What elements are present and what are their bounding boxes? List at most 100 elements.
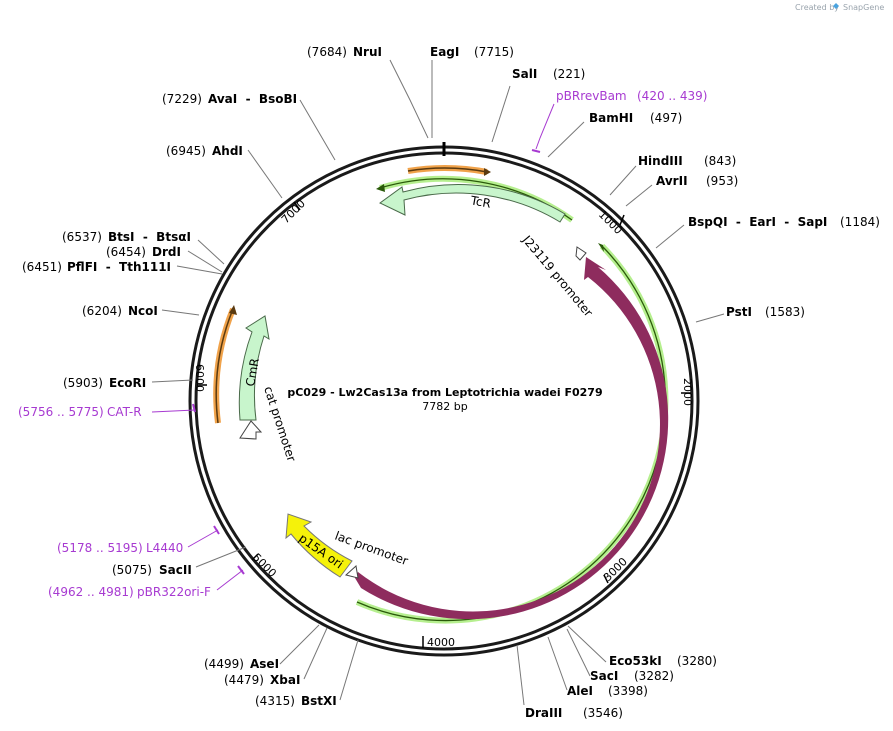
feature-p15a-ori[interactable]: p15A ori	[285, 513, 353, 578]
site-drdi[interactable]: (6454) DrdI	[106, 245, 181, 259]
site-xbai[interactable]: (4479) XbaI	[224, 673, 300, 687]
svg-text:BtsI - BtsαI: BtsI - BtsαI	[108, 230, 191, 244]
tick-4000: 4000	[422, 636, 455, 649]
svg-text:NruI: NruI	[353, 45, 382, 59]
site-bstxi[interactable]: (4315) BstXI	[255, 694, 337, 708]
svg-text:(4479): (4479)	[224, 673, 264, 687]
svg-text:DrdI: DrdI	[152, 245, 181, 259]
svg-text:SalI: SalI	[512, 67, 537, 81]
svg-text:7000: 7000	[279, 197, 308, 226]
svg-text:BstXI: BstXI	[301, 694, 337, 708]
feature-tcr-label: TcR	[469, 193, 492, 210]
snapgene-logo-icon	[833, 3, 839, 9]
site-saci[interactable]: SacI (3282)	[590, 669, 674, 683]
svg-text:4000: 4000	[427, 636, 455, 649]
site-sacii[interactable]: (5075) SacII	[112, 563, 192, 577]
svg-text:EcoRI: EcoRI	[109, 376, 146, 390]
orf-cmr-orange	[213, 305, 237, 424]
plasmid-length: 7782 bp	[422, 400, 467, 413]
svg-text:(221): (221)	[553, 67, 585, 81]
svg-text:NcoI: NcoI	[128, 304, 158, 318]
svg-text:(3282): (3282)	[634, 669, 674, 683]
svg-text:(843): (843)	[704, 154, 736, 168]
svg-text:EagI: EagI	[430, 45, 459, 59]
feature-j23119-label: J23119 promoter	[519, 232, 595, 319]
orf-cas13a-green	[355, 243, 669, 624]
svg-text:(6945): (6945)	[166, 144, 206, 158]
site-sali[interactable]: SalI (221)	[512, 67, 585, 81]
svg-text:2000: 2000	[681, 378, 694, 406]
site-eagi[interactable]: EagI (7715)	[430, 45, 514, 59]
svg-text:(5756 .. 5775): (5756 .. 5775)	[18, 405, 104, 419]
site-avai[interactable]: (7229) AvaI - BsoBI	[162, 92, 297, 106]
svg-text:PflFI - Tth111I: PflFI - Tth111I	[67, 260, 171, 274]
feature-j23119[interactable]: J23119 promoter	[519, 232, 595, 319]
site-pflfi[interactable]: (6451) PflFI - Tth111I	[22, 260, 171, 274]
tick-5000: 5000	[250, 551, 279, 580]
feature-cmr-label: CmR	[243, 357, 262, 387]
svg-text:AseI: AseI	[250, 657, 279, 671]
site-alei[interactable]: AleI (3398)	[567, 684, 648, 698]
svg-text:BspQI - EarI - SapI: BspQI - EarI - SapI	[688, 215, 827, 229]
site-eco53ki[interactable]: Eco53kI (3280)	[609, 654, 717, 668]
svg-text:(5075): (5075)	[112, 563, 152, 577]
svg-text:(420 .. 439): (420 .. 439)	[637, 89, 707, 103]
svg-text:(4499): (4499)	[204, 657, 244, 671]
primer-cat-r[interactable]: (5756 .. 5775) CAT-R	[18, 403, 196, 419]
svg-text:(6454): (6454)	[106, 245, 146, 259]
svg-text:(7684): (7684)	[307, 45, 347, 59]
svg-text:1000: 1000	[596, 208, 625, 237]
feature-tcr[interactable]: TcR	[379, 184, 566, 223]
tick-7000: 7000	[279, 197, 308, 226]
primer-l4440[interactable]: (5178 .. 5195) L4440	[57, 525, 220, 555]
primer-pbrrevbam[interactable]: pBRrevBam (420 .. 439)	[531, 89, 707, 153]
svg-text:pBRrevBam: pBRrevBam	[556, 89, 627, 103]
site-ncoi[interactable]: (6204) NcoI	[82, 304, 158, 318]
svg-text:(6451): (6451)	[22, 260, 62, 274]
site-btsi[interactable]: (6537) BtsI - BtsαI	[62, 230, 191, 244]
svg-text:HindIII: HindIII	[638, 154, 683, 168]
site-ahdi[interactable]: (6945) AhdI	[166, 144, 243, 158]
svg-text:CAT-R: CAT-R	[107, 405, 142, 419]
site-asei[interactable]: (4499) AseI	[204, 657, 279, 671]
site-leaders	[151, 59, 725, 706]
site-ecori[interactable]: (5903) EcoRI	[63, 376, 146, 390]
site-hindiii[interactable]: HindIII (843)	[638, 154, 736, 168]
svg-text:pBR322ori-F: pBR322ori-F	[137, 585, 211, 599]
primer-pbr322ori-f[interactable]: (4962 .. 4981) pBR322ori-F	[48, 565, 245, 599]
feature-cmr[interactable]: CmR	[238, 315, 270, 421]
svg-text:AvaI - BsoBI: AvaI - BsoBI	[208, 92, 297, 106]
svg-text:(1583): (1583)	[765, 305, 805, 319]
svg-text:(3280): (3280)	[677, 654, 717, 668]
svg-text:BamHI: BamHI	[589, 111, 633, 125]
svg-text:(6537): (6537)	[62, 230, 102, 244]
tick-2000: 2000	[681, 378, 694, 406]
svg-text:SacII: SacII	[159, 563, 192, 577]
svg-text:AhdI: AhdI	[212, 144, 243, 158]
site-nrui[interactable]: (7684) NruI	[307, 45, 382, 59]
site-psti[interactable]: PstI (1583)	[726, 305, 805, 319]
site-draiii[interactable]: DraIII (3546)	[525, 706, 623, 720]
site-bspqi[interactable]: BspQI - EarI - SapI (1184)	[688, 215, 880, 229]
svg-text:(7715): (7715)	[474, 45, 514, 59]
svg-text:(5903): (5903)	[63, 376, 103, 390]
svg-text:AleI: AleI	[567, 684, 593, 698]
tick-1000: 1000	[596, 208, 625, 237]
svg-text:5000: 5000	[250, 551, 279, 580]
site-avrii[interactable]: AvrII (953)	[656, 174, 738, 188]
svg-text:XbaI: XbaI	[270, 673, 300, 687]
tick-6000: 6000	[193, 364, 207, 392]
svg-text:(3546): (3546)	[583, 706, 623, 720]
svg-text:(3398): (3398)	[608, 684, 648, 698]
svg-text:(953): (953)	[706, 174, 738, 188]
credit-created-by: Created by	[795, 3, 839, 12]
svg-text:6000: 6000	[193, 364, 206, 392]
svg-text:L4440: L4440	[146, 541, 183, 555]
svg-text:(5178 .. 5195): (5178 .. 5195)	[57, 541, 143, 555]
plasmid-name: pC029 - Lw2Cas13a from Leptotrichia wade…	[287, 386, 602, 399]
svg-text:PstI: PstI	[726, 305, 752, 319]
site-bamhi[interactable]: BamHI (497)	[589, 111, 682, 125]
svg-text:Eco53kI: Eco53kI	[609, 654, 662, 668]
svg-text:(4962 .. 4981): (4962 .. 4981)	[48, 585, 134, 599]
